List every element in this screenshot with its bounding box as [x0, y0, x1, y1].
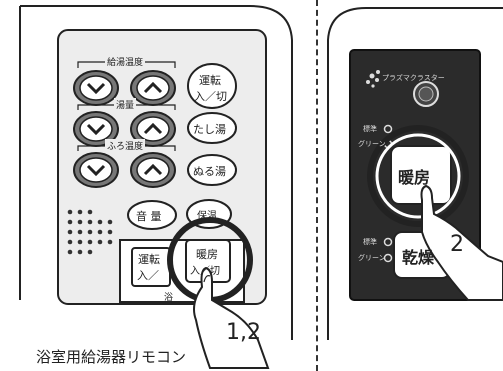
run-bottom-label-bottom: 入／ — [137, 269, 159, 282]
heater-label-left-top: 暖房 — [196, 248, 218, 261]
divider — [316, 0, 318, 371]
green-label-2: グリーン — [358, 254, 386, 262]
run-bottom-label-top: 運転 — [138, 253, 160, 266]
bath-label: 浴 — [164, 293, 174, 303]
bath-temp-label: ふろ温度 — [105, 139, 146, 152]
water-temp-label: 給湯温度 — [105, 55, 146, 68]
dry-label: 乾燥 — [402, 248, 435, 267]
caption: 浴室用給湯器リモコン — [36, 348, 187, 366]
heater-label-left-bottom: 入／切 — [190, 266, 220, 277]
bath-temp-down-button[interactable] — [73, 152, 119, 188]
green-label-1: グリーン — [358, 140, 386, 148]
temp-up-button[interactable] — [130, 70, 176, 106]
lukewarm-button[interactable] — [187, 154, 237, 186]
left-remote-illustration — [19, 5, 293, 369]
add-hot-water-label: たし湯 — [193, 123, 226, 136]
plasma-label: プラズマクラスター — [382, 74, 445, 82]
plasma-cluster-icon — [366, 70, 380, 88]
temp-down-button[interactable] — [73, 70, 119, 106]
add-hot-water-button[interactable] — [187, 112, 237, 144]
volume-up-button[interactable] — [130, 111, 176, 147]
run-button-label-top: 運転 — [199, 74, 221, 87]
heater-label-right: 暖房 — [398, 168, 431, 187]
standard-label-1: 標準 — [363, 125, 377, 133]
step-label-left: 1,2 — [226, 320, 261, 345]
standard-label-2: 標準 — [363, 238, 377, 246]
right-heater-illustration — [327, 7, 503, 340]
speaker-grille — [67, 209, 113, 255]
volume-label: 音 量 — [136, 210, 162, 223]
step-label-right: 2 — [450, 232, 464, 257]
bath-temp-up-button[interactable] — [130, 152, 176, 188]
run-button[interactable] — [187, 63, 237, 109]
volume-down-button[interactable] — [73, 111, 119, 147]
run-button-label-bottom: 入／切 — [194, 90, 227, 103]
volume-button[interactable] — [127, 200, 177, 230]
reheat-label: 保温 — [197, 211, 217, 222]
lukewarm-label: ぬる湯 — [193, 165, 226, 178]
water-volume-label: 湯量 — [114, 98, 137, 111]
